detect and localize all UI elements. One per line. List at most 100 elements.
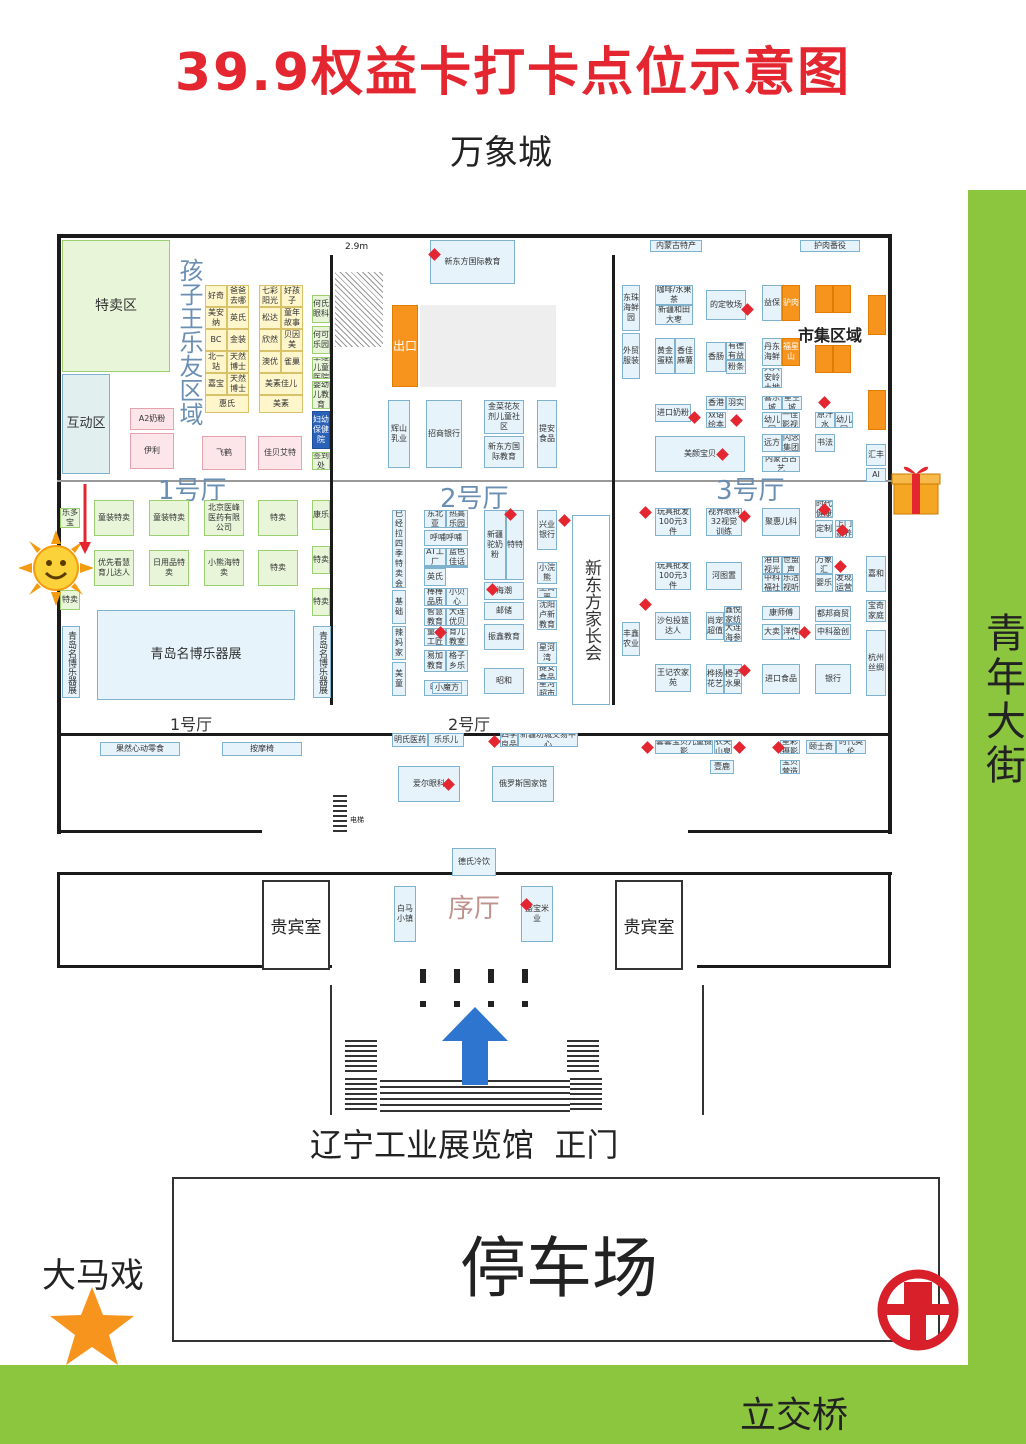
- booth-low-17: 盛宝米业: [521, 886, 553, 942]
- qingdao-vertical-right: 青岛名博乐器展: [313, 626, 331, 698]
- booth-h2-35: 提安食品: [537, 666, 557, 680]
- booth-h3-66: 护肉番役: [800, 240, 860, 252]
- booth-h3-17: 羽实: [726, 396, 746, 410]
- market-b: [833, 285, 851, 313]
- booth-h3-13: 粉条: [726, 360, 746, 374]
- elevator-label: 电梯: [350, 816, 364, 824]
- hall2-upper-label: 2号厅: [440, 484, 509, 514]
- booth-h2-4: 提安食品: [537, 400, 557, 468]
- booth-h3-49: 尚宠超值: [706, 612, 724, 640]
- booth-h1-7: 童年故事: [281, 307, 303, 329]
- booth-side-3: 婴幼儿教育: [312, 381, 330, 409]
- booth-h3-63: 桦扬花艺: [706, 664, 724, 694]
- booth-h1-12: 北一站: [205, 351, 227, 373]
- booth-side-7: 特卖: [312, 546, 330, 574]
- booth-h1-30: 日用品特卖: [149, 550, 189, 586]
- booth-h3-50: 鑫悦家纺: [724, 606, 742, 624]
- booth-h3-39: 河图置: [706, 562, 742, 590]
- booth-h3-47: 嘉和: [866, 556, 886, 592]
- booth-h3-0: 东珠海鲜园: [622, 285, 640, 331]
- booth-h1-23: 飞鹤: [202, 436, 246, 470]
- diamond-marker-icon: [488, 735, 501, 748]
- qingdao-expo: 青岛名博乐器展: [97, 610, 295, 700]
- wall-low-right: [688, 830, 892, 833]
- booth-h3-61: 宝奇家庭: [866, 600, 886, 622]
- booth-h2-3b: 新东方国际教育: [484, 436, 524, 468]
- booth-h2-37: 贝乐: [424, 566, 468, 568]
- booth-low-5: 新疆坊城交易中心: [518, 733, 578, 747]
- star-icon: [50, 1287, 134, 1365]
- booth-low-0: 果然心动零食: [100, 742, 180, 756]
- booth-h2-16: 智慧教育: [424, 608, 446, 626]
- booth-h1-28: 特卖: [258, 500, 298, 536]
- booth-h2-19: 育儿教室: [446, 628, 468, 646]
- booth-h3-19: 一佳影视: [780, 412, 800, 428]
- wall-foyer-right: [888, 872, 891, 967]
- booth-h3-24: 萌萌幼儿园: [835, 412, 853, 428]
- hatched-area: [335, 272, 383, 347]
- booth-h2-9: AT工厂: [424, 548, 446, 566]
- booth-h1-9: 金装: [227, 329, 249, 351]
- booth-h1-0: 好奇: [205, 285, 227, 307]
- booth-h3-26: 闪念集团: [782, 434, 800, 452]
- booth-h1-1: 爸爸去哪: [227, 285, 249, 307]
- booth-low-15: 德氏冷饮: [452, 848, 496, 876]
- booth-h3-42: 中科福社: [762, 574, 782, 592]
- booth-side-8: 特卖: [312, 588, 330, 616]
- booth-h2-15: 辣妈家: [392, 626, 406, 660]
- booth-h3-5: 驴肉: [782, 285, 800, 321]
- booth-h3-3: 新疆和田大枣: [655, 305, 693, 325]
- elevator-stairs: [333, 795, 347, 835]
- booth-h3-15: 进口奶粉: [655, 404, 691, 422]
- wall-right: [888, 234, 892, 834]
- booth-h3-9: 黄金蛋糕: [655, 338, 675, 374]
- booth-h3-18: 双语绘本: [706, 412, 726, 428]
- booth-h3-32: 玩具批发100元3件: [655, 508, 691, 536]
- booth-h1-25: 童装特卖: [94, 500, 134, 536]
- booth-h2-0: 辉山乳业: [388, 400, 410, 468]
- booth-h3-31: AI: [866, 468, 886, 482]
- booth-h3-55: 都邦商贸: [815, 606, 851, 622]
- circus-label: 大马戏: [42, 1256, 144, 1296]
- wall-hall12: [330, 255, 333, 705]
- diamond-marker-icon: [798, 626, 811, 639]
- arrow-down-icon: [79, 484, 91, 554]
- stage-block: 新东方国际教育: [430, 240, 515, 284]
- booth-h3-29: 美颜宝贝: [655, 436, 745, 472]
- page-title: 39.9权益卡打卡点位示意图: [174, 43, 852, 103]
- booth-low-10: 颐士奇: [806, 740, 836, 754]
- parking-area: [172, 1177, 940, 1342]
- market-a: [815, 285, 833, 313]
- metro-icon: [877, 1269, 959, 1351]
- bridge-label: 立交桥: [740, 1395, 849, 1436]
- booth-h1-16: 嘉宝: [205, 373, 227, 395]
- booth-h3-7: 福星山: [782, 338, 800, 366]
- booth-side-5: 签到处: [312, 452, 330, 470]
- booth-h2-30: 土商严: [537, 588, 557, 598]
- booth-low-1: 按摩椅: [222, 742, 302, 756]
- hall2-lower-label: 2号厅: [448, 715, 491, 734]
- booth-h1-15: 雀巢: [281, 351, 303, 373]
- booth-h2-10: 蓝色佳话: [446, 548, 468, 566]
- booth-h3-21: 星空城: [782, 396, 802, 410]
- entrance-gates: [420, 969, 528, 1007]
- booth-h3-14: 大兴安岭土地: [762, 368, 782, 388]
- booth-h3-59: 银行: [815, 664, 851, 694]
- booth-h3-36: 定制: [815, 520, 833, 538]
- booth-h2-2: 金菜花灰剂儿童社区: [484, 400, 524, 434]
- booth-h2-7: 热高乐园: [446, 510, 468, 528]
- zone-special-sale: 特卖区: [62, 240, 170, 372]
- booth-h1-14: 澳优: [259, 351, 281, 373]
- diamond-marker-icon: [818, 396, 831, 409]
- arrow-up-icon: [442, 1007, 508, 1085]
- booth-h1-29: 优先看慧育儿达人: [94, 550, 134, 586]
- booth-low-4: 四季良品: [500, 733, 518, 747]
- booth-h3-43: 乐活视听: [782, 574, 800, 592]
- booth-h3-12: 有德有益: [726, 342, 746, 360]
- front-steps: [380, 1080, 570, 1114]
- qingdao-vertical-left: 青岛名博乐器展: [62, 626, 80, 698]
- dimension-label: 2.9m: [345, 242, 369, 252]
- right-street-label: 青年大街: [979, 612, 1025, 788]
- booth-h2-31: 星河湾: [537, 642, 557, 664]
- booth-h3-11: 香肠: [706, 342, 726, 372]
